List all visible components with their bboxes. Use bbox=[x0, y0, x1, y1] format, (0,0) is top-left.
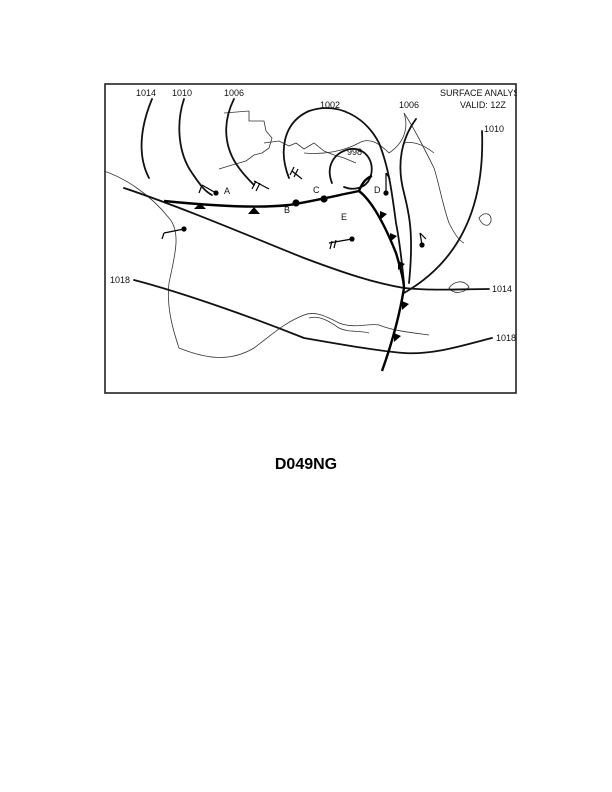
front-symbol bbox=[380, 211, 387, 220]
station-plot bbox=[419, 232, 427, 248]
isobar-label-1018-west: 1018 bbox=[110, 275, 130, 285]
isobar-1014-north bbox=[140, 98, 153, 179]
station-plot bbox=[383, 172, 391, 196]
map-title: SURFACE ANALYSIS bbox=[440, 88, 517, 98]
isobar-label-1002: 1002 bbox=[320, 100, 340, 110]
isobar-label-1014: 1014 bbox=[136, 88, 156, 98]
front-symbol bbox=[390, 233, 397, 242]
station-plot bbox=[161, 226, 187, 240]
isobar-label-1014-east: 1014 bbox=[492, 284, 512, 294]
front-symbol bbox=[394, 333, 401, 342]
isobar-1006-north bbox=[225, 98, 255, 186]
front-symbol bbox=[248, 207, 260, 214]
isobar-label-1018-east: 1018 bbox=[496, 333, 516, 343]
isobar-label-1010: 1010 bbox=[172, 88, 192, 98]
isobar-1010-north bbox=[178, 98, 213, 196]
front-symbol bbox=[194, 203, 206, 209]
isobar-label-998: 998 bbox=[347, 147, 362, 157]
valid-time: VALID: 12Z bbox=[460, 100, 506, 110]
isobar-1006-east bbox=[399, 118, 417, 284]
isobar-label-1010-east: 1010 bbox=[484, 124, 504, 134]
station-plot bbox=[289, 166, 303, 180]
isobar-label-1006: 1006 bbox=[224, 88, 244, 98]
isobar-label-1006-east: 1006 bbox=[399, 100, 419, 110]
front-symbol bbox=[402, 301, 409, 310]
cold-front bbox=[358, 190, 406, 372]
map-frame bbox=[104, 83, 517, 394]
isobars bbox=[123, 98, 493, 355]
fronts bbox=[163, 174, 409, 372]
point-label-c: C bbox=[313, 185, 320, 195]
point-label-e: E bbox=[341, 212, 347, 222]
occluded-front bbox=[357, 174, 373, 192]
isobar-1002 bbox=[282, 107, 405, 284]
point-label-b: B bbox=[284, 205, 290, 215]
point-label-a: A bbox=[224, 186, 230, 196]
station-plot bbox=[251, 180, 270, 192]
station-plot bbox=[198, 184, 219, 196]
isobar-1018-west bbox=[133, 279, 493, 355]
front-symbol bbox=[292, 199, 300, 207]
isobar-1010-east bbox=[403, 130, 484, 294]
front-symbol bbox=[398, 261, 405, 270]
station-plots bbox=[161, 166, 427, 250]
stationary-front bbox=[163, 189, 360, 208]
surface-analysis-map: SURFACE ANALYSIS VALID: 12Z 1014 1010 10… bbox=[104, 83, 517, 394]
station-plot bbox=[328, 236, 355, 250]
point-label-d: D bbox=[374, 185, 381, 195]
front-symbol bbox=[320, 195, 328, 203]
isobar-1014-west bbox=[123, 187, 490, 291]
figure-code: D049NG bbox=[274, 456, 338, 473]
